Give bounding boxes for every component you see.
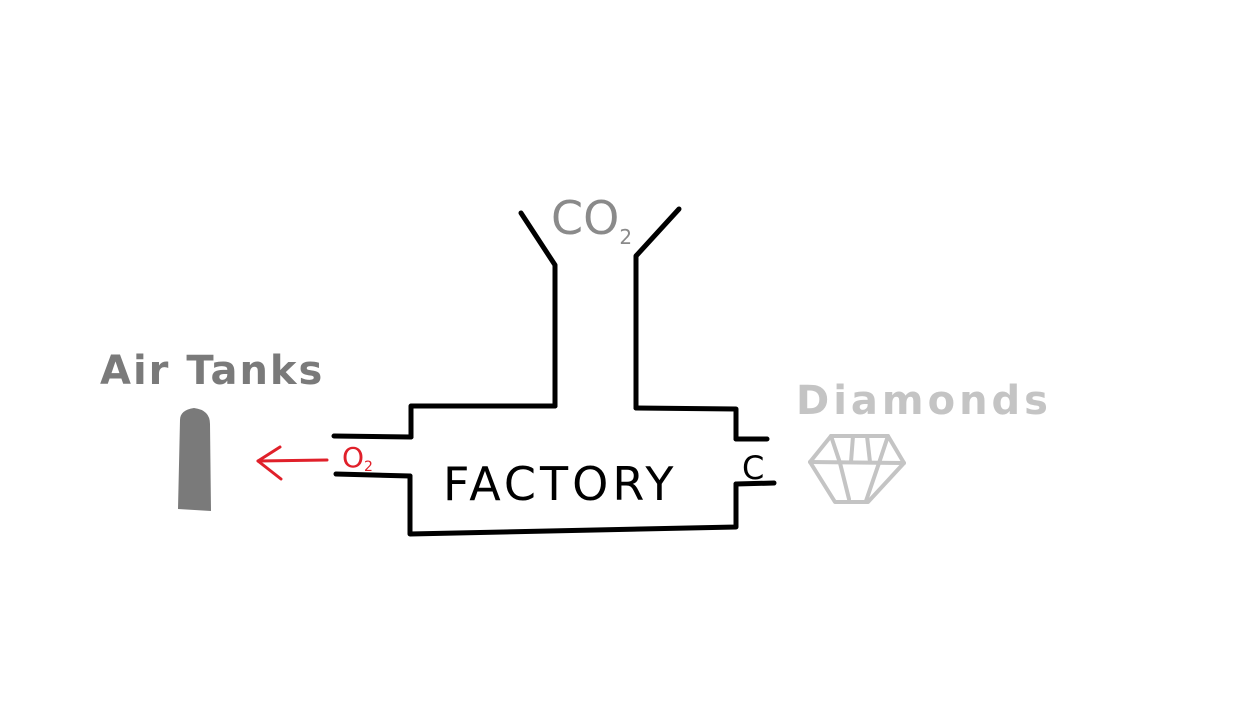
- co2-label: CO2: [551, 191, 632, 249]
- factory-top-left-wall: [408, 403, 558, 440]
- arrow-left-icon: [256, 445, 329, 481]
- chimney-left-wall: [518, 210, 558, 409]
- factory-bottom-wall: [407, 473, 739, 537]
- carbon-label: C: [742, 449, 764, 487]
- o2-label: O2: [342, 441, 373, 475]
- o2-pipe-bottom: [333, 471, 413, 479]
- chimney-right-wall: [633, 206, 682, 411]
- air-tank-icon: [178, 408, 211, 511]
- diamond-icon: [808, 434, 906, 504]
- diamonds-label: Diamonds: [796, 378, 1052, 424]
- factory-top-right-wall: [633, 405, 739, 442]
- carbon-pipe-bottom: [733, 480, 777, 487]
- factory-label: FACTORY: [443, 457, 677, 511]
- o2-pipe-top: [331, 433, 414, 440]
- factory-structure: [331, 206, 777, 537]
- air-tanks-label: Air Tanks: [100, 348, 324, 394]
